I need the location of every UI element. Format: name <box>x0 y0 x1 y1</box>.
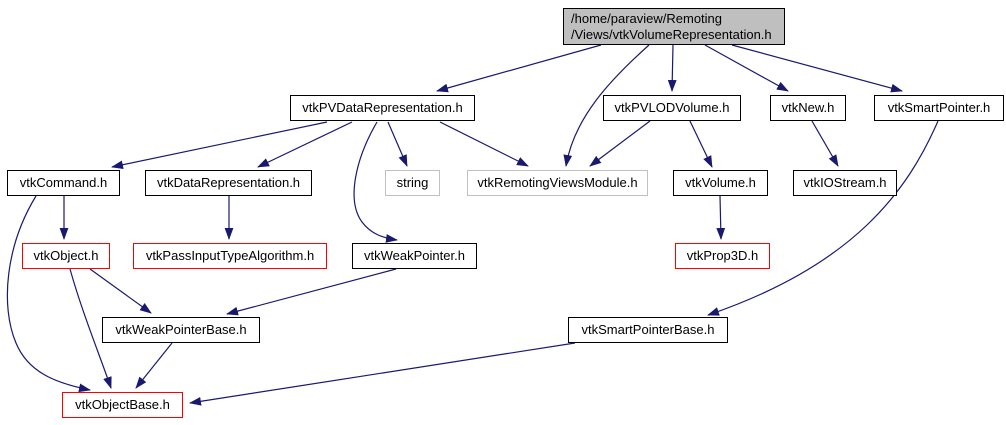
node-vtkRemotingViewsModule[interactable]: vtkRemotingViewsModule.h <box>467 170 648 196</box>
node-label-line: /Views/vtkVolumeRepresentation.h <box>571 26 772 42</box>
node-label: string <box>396 175 429 191</box>
node-vtkProp3D[interactable]: vtkProp3D.h <box>675 243 770 269</box>
node-label-line: /home/paraview/Remoting <box>571 10 723 26</box>
node-vtkCommand[interactable]: vtkCommand.h <box>7 170 120 196</box>
edge-vtkVolume--vtkProp3D <box>716 195 726 240</box>
node-vtkNew[interactable]: vtkNew.h <box>770 95 846 121</box>
edge-vtkCommand--vtkObjectBase <box>6 195 91 393</box>
edge-vtkPVLODVolume--vtkVolume <box>689 120 713 168</box>
edge-vtkSmartPointerBase--vtkObjectBase <box>189 342 576 406</box>
edge-root--vtkPVLODVolume <box>667 44 677 92</box>
edge-root--vtkRemotingViewsModule <box>563 44 650 167</box>
node-vtkSmartPointer[interactable]: vtkSmartPointer.h <box>874 95 1004 121</box>
edge-vtkPVDataRepresentation--vtkRemotingViewsModule <box>439 121 529 167</box>
node-label: vtkProp3D.h <box>686 248 759 264</box>
edge-root--vtkNew <box>704 44 789 92</box>
edge-root--vtkSmartPointer <box>731 44 903 93</box>
node-label: vtkPVLODVolume.h <box>614 100 730 116</box>
edge-root--vtkPVDataRepresentation <box>436 44 602 93</box>
node-vtkPVDataRepresentation[interactable]: vtkPVDataRepresentation.h <box>290 95 475 121</box>
edge-vtkWeakPointerBase--vtkObjectBase <box>135 342 173 389</box>
node-label: vtkDataRepresentation.h <box>156 175 301 191</box>
node-root: /home/paraview/Remoting/Views/vtkVolumeR… <box>563 8 785 45</box>
edge-vtkObject--vtkWeakPointerBase <box>89 268 152 314</box>
node-label: vtkCommand.h <box>19 175 108 191</box>
node-vtkIOStream[interactable]: vtkIOStream.h <box>793 170 897 196</box>
edge-vtkPVDataRepresentation--vtkCommand <box>111 121 328 170</box>
node-label: vtkPVDataRepresentation.h <box>302 100 463 116</box>
edge-vtkSmartPointer--vtkSmartPointerBase <box>707 120 939 316</box>
node-vtkPVLODVolume[interactable]: vtkPVLODVolume.h <box>603 95 741 121</box>
node-vtkWeakPointer[interactable]: vtkWeakPointer.h <box>352 243 477 269</box>
node-vtkVolume[interactable]: vtkVolume.h <box>673 170 768 196</box>
edge-vtkNew--vtkIOStream <box>811 120 839 167</box>
node-vtkObjectBase[interactable]: vtkObjectBase.h <box>62 392 183 418</box>
edges-group <box>6 44 939 406</box>
node-label: vtkIOStream.h <box>803 175 887 191</box>
node-label: vtkVolume.h <box>685 175 756 191</box>
edge-vtkWeakPointer--vtkWeakPointerBase <box>226 268 397 316</box>
node-label: vtkSmartPointerBase.h <box>581 322 715 338</box>
node-vtkPassInputTypeAlgorithm[interactable]: vtkPassInputTypeAlgorithm.h <box>133 243 327 269</box>
node-label: vtkObject.h <box>33 248 99 264</box>
edge-vtkPVDataRepresentation--vtkWeakPointer <box>353 121 398 243</box>
node-label: vtkWeakPointer.h <box>364 248 465 264</box>
node-vtkDataRepresentation[interactable]: vtkDataRepresentation.h <box>145 170 312 196</box>
edge-vtkPVDataRepresentation--vtkDataRepresentation <box>257 121 353 168</box>
node-label: vtkSmartPointer.h <box>887 100 991 116</box>
node-string[interactable]: string <box>385 170 440 196</box>
edge-vtkObject--vtkObjectBase <box>69 268 112 389</box>
node-label: vtkRemotingViewsModule.h <box>477 175 638 191</box>
edge-vtkPVDataRepresentation--string <box>387 121 408 167</box>
node-vtkSmartPointerBase[interactable]: vtkSmartPointerBase.h <box>568 317 728 343</box>
node-label: vtkNew.h <box>781 100 835 116</box>
node-vtkObject[interactable]: vtkObject.h <box>22 243 110 269</box>
node-label: vtkPassInputTypeAlgorithm.h <box>145 248 315 264</box>
node-vtkWeakPointerBase[interactable]: vtkWeakPointerBase.h <box>102 317 260 343</box>
edge-vtkPVLODVolume--vtkRemotingViewsModule <box>589 120 651 167</box>
node-label: vtkObjectBase.h <box>75 397 170 413</box>
node-label: vtkWeakPointerBase.h <box>115 322 247 338</box>
